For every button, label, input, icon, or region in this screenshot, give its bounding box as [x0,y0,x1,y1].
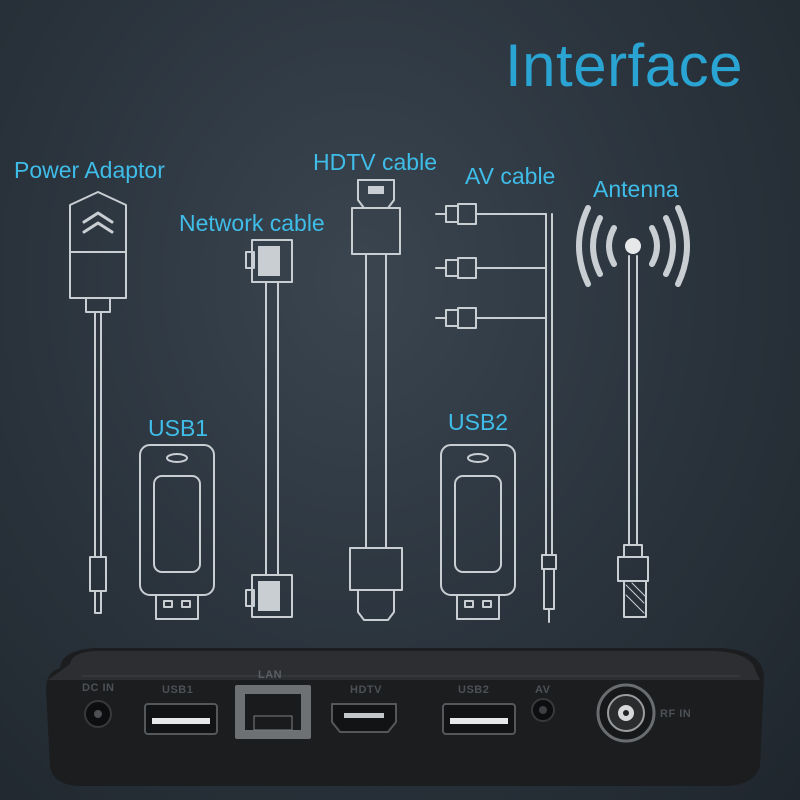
usb2-label: USB2 [448,409,509,435]
av-cable-icon [435,203,557,623]
network-cable-icon [245,239,293,618]
port-label-usb2: USB2 [458,684,490,696]
tv-box [46,648,764,786]
hdmi-cable-icon [349,179,403,621]
usb1-label: USB1 [148,415,209,441]
power-adaptor-label: Power Adaptor [14,157,165,183]
power-adaptor-icon [69,191,127,614]
port-label-usb1: USB1 [162,684,194,696]
antenna-icon [576,205,690,618]
port-label-rf-in: RF IN [660,708,692,720]
port-label-av: AV [535,684,551,696]
usb2-stick-icon [440,444,516,620]
usb1-stick-icon [139,444,215,620]
av-cable-label: AV cable [465,163,556,189]
hdtv-cable-label: HDTV cable [313,149,437,175]
page-title: Interface [505,32,743,99]
port-label-hdtv: HDTV [350,684,382,696]
antenna-label: Antenna [593,176,679,202]
port-label-lan: LAN [258,669,283,681]
network-cable-label: Network cable [179,210,325,236]
port-label-dc-in: DC IN [82,682,115,694]
